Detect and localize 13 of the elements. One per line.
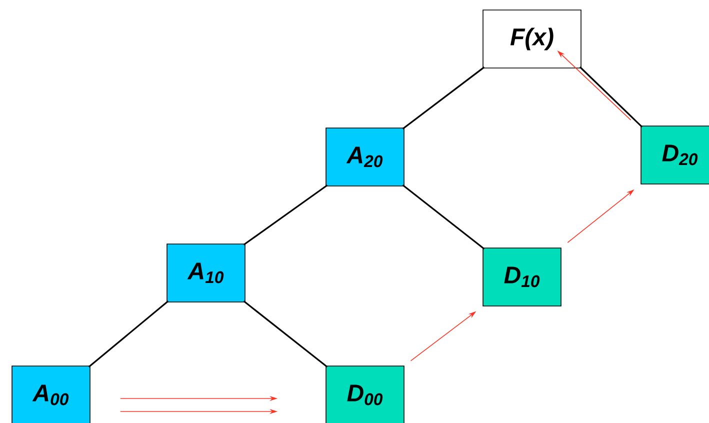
process-box: D$_{00}$ [326, 366, 404, 423]
process-box: D$_{10}$ [482, 248, 562, 306]
process-box: A$_{10}$ [166, 244, 246, 302]
connector-line [579, 66, 643, 128]
process-box: A$_{20}$ [326, 128, 404, 186]
connector-line [243, 300, 328, 368]
connector-line [402, 66, 485, 130]
process-box: D$_{20}$ [640, 126, 709, 184]
function-box: F(x) [482, 10, 582, 68]
connector-line [402, 184, 485, 250]
process-box: A$_{00}$ [12, 366, 90, 423]
connector-line [88, 300, 169, 368]
connector-line [243, 184, 328, 246]
